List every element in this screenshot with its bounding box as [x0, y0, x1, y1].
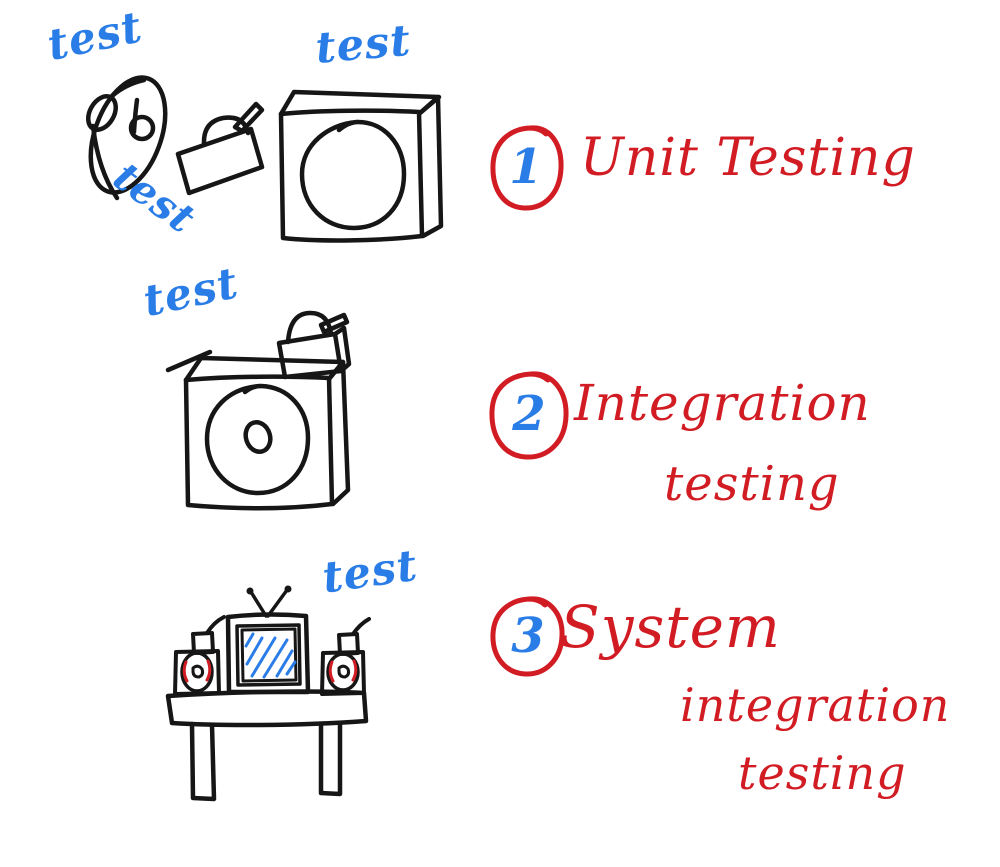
system-sketch	[165, 585, 371, 802]
unit-parts-sketch	[86, 75, 444, 243]
test-annotation: test	[319, 540, 421, 604]
circle-stroke	[490, 596, 565, 677]
tv-screen-hatch	[244, 632, 297, 679]
integrated-cabinet-sketch	[165, 310, 352, 511]
speaker-cabinet-icon	[165, 349, 351, 511]
step-number: 3	[511, 608, 545, 664]
mounted-tweeter-icon	[276, 310, 352, 380]
step-number: 2	[512, 386, 546, 442]
step-3-label-line-1: System	[560, 593, 781, 661]
tweeter-unit-icon	[175, 101, 265, 196]
step-3-label-line-2: integration	[680, 678, 951, 732]
step-2-label-line-2: testing	[664, 456, 840, 512]
step-2-number-badge: 2	[485, 366, 573, 462]
circle-stroke	[489, 371, 569, 460]
empty-cabinet-icon	[278, 89, 444, 243]
tv-icon	[225, 585, 311, 695]
test-annotation: test	[313, 15, 413, 74]
step-3-label-line-3: testing	[738, 746, 907, 800]
step-1-label: Unit Testing	[580, 128, 916, 188]
step-2-label-line-1: Integration	[574, 374, 871, 432]
horn-driver-icon	[86, 75, 168, 201]
step-1-number-badge: 1	[486, 120, 566, 214]
circle-stroke	[490, 125, 564, 211]
step-number: 1	[509, 139, 543, 195]
right-speaker-icon	[320, 617, 371, 696]
step-3-number-badge: 3	[487, 592, 569, 680]
left-speaker-icon	[173, 615, 226, 696]
table-icon	[165, 689, 369, 802]
